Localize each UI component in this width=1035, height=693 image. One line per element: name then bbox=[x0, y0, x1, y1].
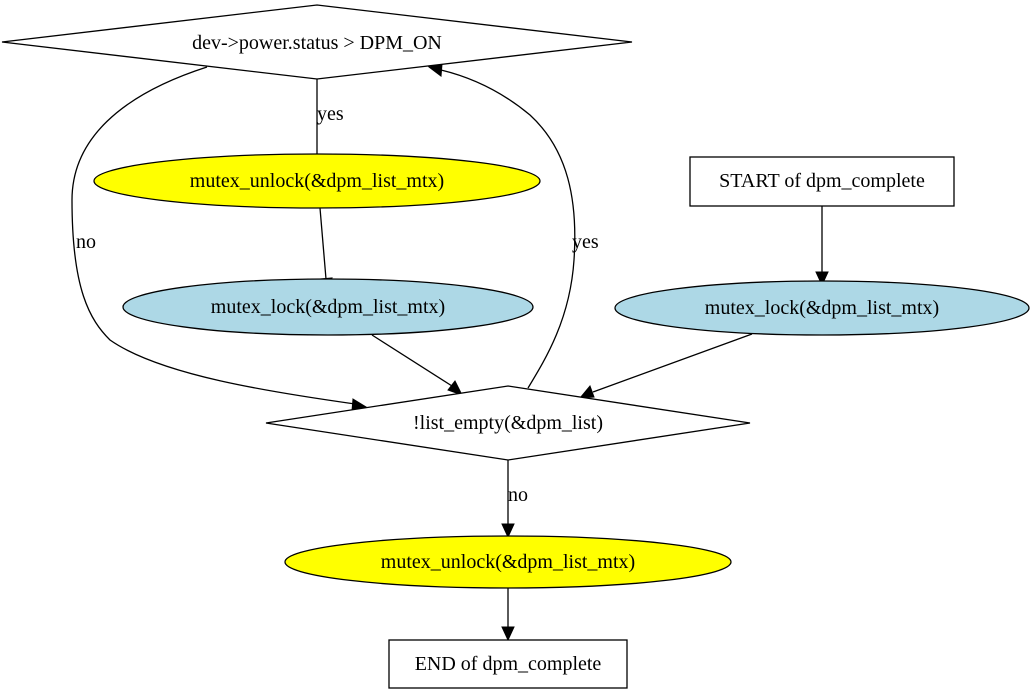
node-lock-right: mutex_lock(&dpm_list_mtx) bbox=[614, 280, 1030, 336]
node-lock-right-label: mutex_lock(&dpm_list_mtx) bbox=[705, 297, 939, 319]
edge-label-list-no: no bbox=[508, 484, 528, 506]
node-power-status-check: dev->power.status > DPM_ON bbox=[1, 4, 633, 80]
node-lock-left: mutex_lock(&dpm_list_mtx) bbox=[122, 278, 534, 336]
node-start-label: START of dpm_complete bbox=[719, 170, 925, 192]
edge-list-check-to-status bbox=[440, 69, 576, 389]
node-end-label: END of dpm_complete bbox=[415, 653, 602, 675]
lock-ellipse bbox=[122, 278, 534, 336]
edge-list-check-to-unlock-bottom-arrowhead bbox=[501, 523, 515, 539]
edge-label-status-no: no bbox=[76, 231, 96, 253]
edge-status-to-list-check bbox=[71, 66, 356, 405]
unlock-ellipse bbox=[284, 535, 732, 589]
node-start: START of dpm_complete bbox=[689, 156, 955, 207]
edge-unlock-bottom-to-end-arrowhead bbox=[501, 626, 515, 642]
node-unlock-bottom-label: mutex_unlock(&dpm_list_mtx) bbox=[381, 551, 635, 573]
edge-start-to-lock-right-arrowhead bbox=[815, 271, 829, 287]
unlock-ellipse bbox=[93, 153, 541, 209]
node-power-status-check-label: dev->power.status > DPM_ON bbox=[192, 32, 442, 54]
nodes: dev->power.status > DPM_ON mutex_unlock(… bbox=[1, 4, 1030, 689]
decision-diamond bbox=[1, 4, 633, 80]
edge-lock-right-to-list-check-arrowhead bbox=[578, 385, 595, 399]
start-box bbox=[689, 156, 955, 207]
edge-lock-left-to-list-check bbox=[371, 334, 453, 387]
edge-label-list-yes: yes bbox=[572, 231, 599, 253]
node-lock-left-label: mutex_lock(&dpm_list_mtx) bbox=[211, 296, 445, 318]
node-list-check: !list_empty(&dpm_list) bbox=[265, 385, 751, 461]
node-list-check-label: !list_empty(&dpm_list) bbox=[413, 412, 603, 434]
node-end: END of dpm_complete bbox=[388, 639, 628, 689]
node-unlock-top: mutex_unlock(&dpm_list_mtx) bbox=[93, 153, 541, 209]
node-unlock-bottom: mutex_unlock(&dpm_list_mtx) bbox=[284, 535, 732, 589]
edge-lock-right-to-list-check bbox=[592, 333, 753, 393]
edge-label-status-yes: yes bbox=[317, 103, 344, 125]
edge-lock-left-to-list-check-arrowhead bbox=[447, 380, 464, 396]
lock-ellipse bbox=[614, 280, 1030, 336]
node-unlock-top-label: mutex_unlock(&dpm_list_mtx) bbox=[190, 170, 444, 192]
end-box bbox=[388, 639, 628, 689]
edge-unlock-top-to-lock-left bbox=[319, 207, 327, 280]
decision-diamond bbox=[265, 385, 751, 461]
